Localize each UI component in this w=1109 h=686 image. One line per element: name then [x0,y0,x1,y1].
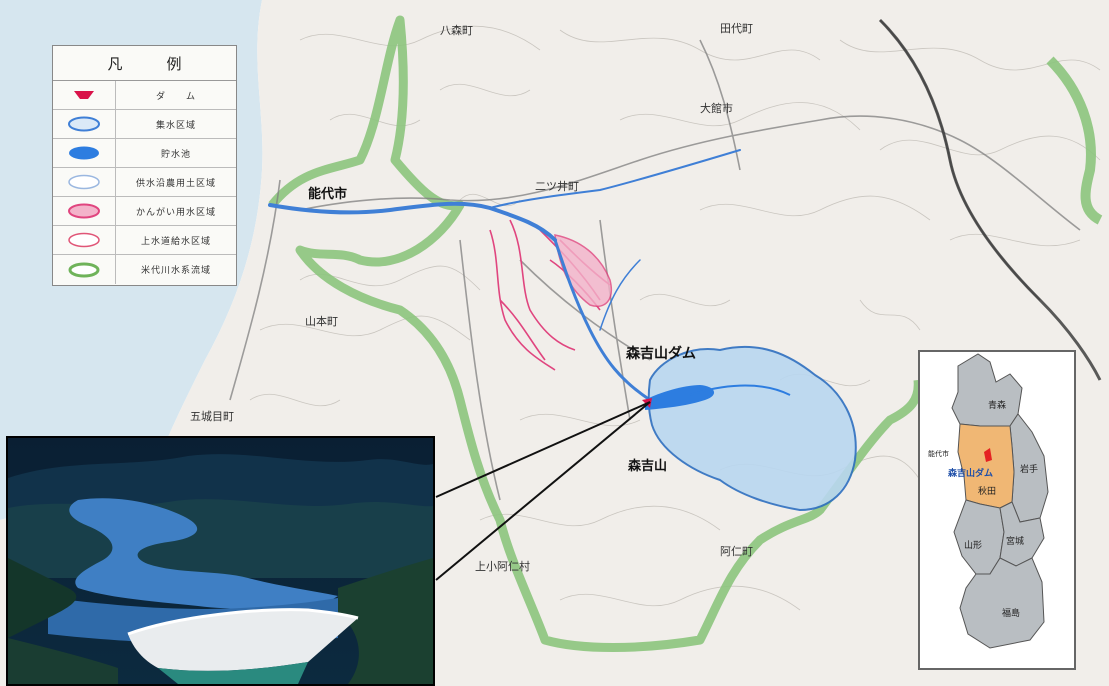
legend-row: 上水道給水区域 [53,226,236,255]
photo-dam-face [128,609,358,671]
legend-title-right: 例 [166,54,182,73]
label-moriyoshi: 森吉山 [628,458,667,474]
inset-label-fukushima: 福島 [1002,607,1020,619]
label-hachimori: 八森町 [440,23,473,37]
basin-boundary-east [1046,56,1103,225]
legend-title-left: 凡 [107,54,123,73]
basin-boundary [268,15,923,652]
inset-label-iwate: 岩手 [1020,463,1038,475]
legend-label: かんがい用水区域 [135,207,216,218]
inset-label-miyagi: 宮城 [1006,535,1024,547]
legend-title: 凡 例 [53,46,236,81]
legend-label: ダ ム [155,91,196,102]
legend-row: 集水区域 [53,110,236,139]
catchment-outline-icon [68,116,100,132]
inset-label-aomori: 青森 [988,399,1006,411]
label-futatsui: 二ツ井町 [535,179,579,193]
inset-label-dam: 森吉山ダム [948,467,993,479]
rivers [268,149,741,402]
legend-row: 米代川水系流域 [53,255,236,284]
legend-label: 上水道給水区域 [140,236,211,247]
reservoir-inner [689,384,791,396]
railway [878,18,1102,381]
water-supply-outline-icon [68,232,100,248]
label-tashiro: 田代町 [720,22,753,35]
prefecture-aomori [951,353,1023,427]
label-noshiro: 能代市 [308,186,347,202]
irrigation-outline-icon [68,174,100,190]
dam-photo-illustration [8,438,433,684]
legend-row: 貯水池 [53,139,236,168]
inset-label-yamagata: 山形 [964,539,982,551]
label-gojome: 五城目町 [190,410,234,423]
legend-row: かんがい用水区域 [53,197,236,226]
dam-aerial-photo [6,436,435,686]
label-kitaakita: 大館市 [700,101,733,115]
legend-label: 供水沿農用土区域 [135,178,216,189]
prefecture-miyagi [999,501,1045,567]
legend-label: 貯水池 [160,149,191,160]
leader-line-top [435,401,651,498]
legend-row: 供水沿農用土区域 [53,168,236,197]
inset-dam-marker [984,448,992,462]
legend-label: 集水区域 [155,120,196,131]
inset-map: 青森 岩手 能代市 森吉山ダム 秋田 山形 宮城 福島 [918,350,1076,670]
basin-outline-icon [68,262,100,277]
inset-label-noshiro: 能代市 [928,449,949,458]
reservoir [645,385,715,410]
label-dam: 森吉山ダム [626,345,696,362]
dam-icon [74,91,94,99]
map-legend: 凡 例 ダ ム 集水区域 貯水池 供水沿農用土区域 かんがい用水区域 上水道給水… [52,45,237,286]
label-kamikoani: 上小阿仁村 [475,559,530,573]
label-ani: 阿仁町 [720,545,753,558]
irrigation-area-icon [68,203,100,219]
legend-label: 米代川水系流域 [140,266,211,276]
inset-label-akita: 秋田 [978,485,996,497]
tohoku-region-map: 青森 岩手 能代市 森吉山ダム 秋田 山形 宮城 福島 [928,353,1049,649]
prefecture-fukushima [959,557,1045,649]
legend-row: ダ ム [53,81,236,110]
leader-line-bottom [435,401,651,581]
label-yamamoto: 山本町 [305,314,338,328]
reservoir-fill-icon [69,146,99,160]
photo-lake [69,498,339,614]
